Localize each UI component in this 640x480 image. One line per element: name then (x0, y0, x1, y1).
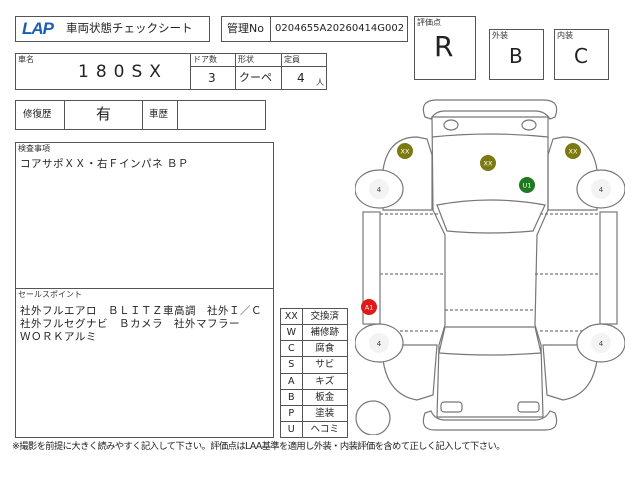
tire-value: 4 (377, 186, 382, 194)
legend-code: S (280, 356, 303, 374)
legend-meaning: 交換済 (301, 307, 349, 326)
legend-meaning: 板金 (301, 388, 349, 406)
tire: 4 (576, 169, 625, 209)
legend-meaning: 補修跡 (301, 324, 349, 342)
interior-grade: C (574, 44, 588, 68)
kanri-no-value: 0204655A20260414G002 (275, 23, 405, 34)
damage-marker: XX (480, 155, 496, 171)
car-history-label: 車歴 (149, 109, 169, 120)
car-name-label: 車名 (18, 55, 34, 64)
kanri-no-label: 管理No (227, 22, 264, 35)
legend-code: B (280, 388, 303, 406)
damage-marker: XX (565, 143, 581, 159)
inspection-text: コアサポＸＸ・右Ｆインパネ ＢＰ (20, 158, 189, 170)
repair-history-label: 修復歴 (23, 109, 52, 120)
interior-grade-box: 内装 C (554, 29, 609, 80)
sales-line: ＷＯＲＫアルミ (20, 331, 97, 343)
windshield (436, 199, 546, 234)
legend-meaning: 腐食 (301, 340, 349, 358)
overall-grade: R (434, 30, 454, 63)
sales-line: 社外フルセグナビ Ｂカメラ 社外マフラー (20, 318, 240, 330)
car-damage-diagram: 4 4 4 4 XX XX XX U1 A1 (355, 99, 625, 435)
kanri-no-box: 管理No 0204655A20260414G002 (221, 16, 408, 42)
inspection-box: 検査事項 コアサポＸＸ・右Ｆインパネ ＢＰ (15, 142, 274, 289)
rear-glass (438, 326, 542, 356)
capacity-unit: 人 (316, 78, 324, 87)
legend-meaning: サビ (301, 356, 349, 374)
shape-value: クーペ (239, 71, 272, 84)
footer-note: ※撮影を前提に大きく読みやすく記入して下さい。評価点はLAA基準を適用し外装・内… (12, 441, 505, 452)
blank-circle (355, 400, 391, 435)
exterior-grade: B (509, 44, 523, 68)
capacity-value: 4 (297, 71, 305, 85)
sales-line: 社外フルエアロ ＢＬＩＴＺ車高調 社外Ｉ／Ｃ (20, 305, 262, 317)
capacity-label: 定員 (284, 55, 300, 64)
legend-code: XX (280, 307, 303, 326)
tire: 4 (576, 323, 625, 363)
tire-value: 4 (599, 340, 604, 348)
legend-code: A (280, 372, 303, 390)
repair-history-value: 有 (96, 105, 112, 123)
legend-meaning: ヘコミ (301, 420, 349, 439)
damage-marker: XX (397, 143, 413, 159)
legend-code: U (280, 420, 303, 439)
doors-label: ドア数 (193, 55, 217, 64)
tire-value: 4 (599, 186, 604, 194)
inspection-label: 検査事項 (18, 144, 50, 153)
legend-code: P (280, 404, 303, 422)
marker-label: XX (569, 148, 578, 156)
sales-points-label: セールスポイント (18, 290, 82, 299)
exterior-grade-label: 外装 (492, 31, 508, 40)
damage-marker: A1 (361, 299, 377, 315)
legend-code: W (280, 324, 303, 342)
damage-marker: U1 (519, 177, 535, 193)
sheet-title: 車両状態チェックシート (66, 21, 193, 35)
tire: 4 (355, 169, 404, 209)
title-box: LAP 車両状態チェックシート (15, 16, 210, 42)
exterior-grade-box: 外装 B (489, 29, 544, 80)
vehicle-info-row: 車名 180SX ドア数 形状 定員 3 クーペ 4 人 (15, 53, 327, 90)
doors-value: 3 (208, 71, 216, 85)
rear-bumper (422, 410, 558, 431)
sales-points-box: セールスポイント 社外フルエアロ ＢＬＩＴＺ車高調 社外Ｉ／Ｃ 社外フルセグナビ… (15, 288, 274, 438)
legend-meaning: キズ (301, 372, 349, 390)
overall-grade-label: 評価点 (417, 18, 441, 27)
tire-value: 4 (377, 340, 382, 348)
legend-code: C (280, 340, 303, 358)
interior-grade-label: 内装 (557, 31, 573, 40)
overall-grade-box: 評価点 R (414, 16, 476, 80)
legend-meaning: 塗装 (301, 404, 349, 422)
marker-label: XX (401, 148, 410, 156)
history-row: 修復歴 有 車歴 (15, 100, 266, 130)
marker-label: U1 (523, 182, 532, 190)
marker-label: XX (484, 160, 493, 168)
lap-logo: LAP (22, 19, 54, 38)
tire: 4 (355, 323, 404, 363)
car-name: 180SX (78, 62, 168, 82)
shape-label: 形状 (238, 55, 254, 64)
marker-label: A1 (365, 304, 374, 312)
front-bumper (422, 99, 558, 120)
